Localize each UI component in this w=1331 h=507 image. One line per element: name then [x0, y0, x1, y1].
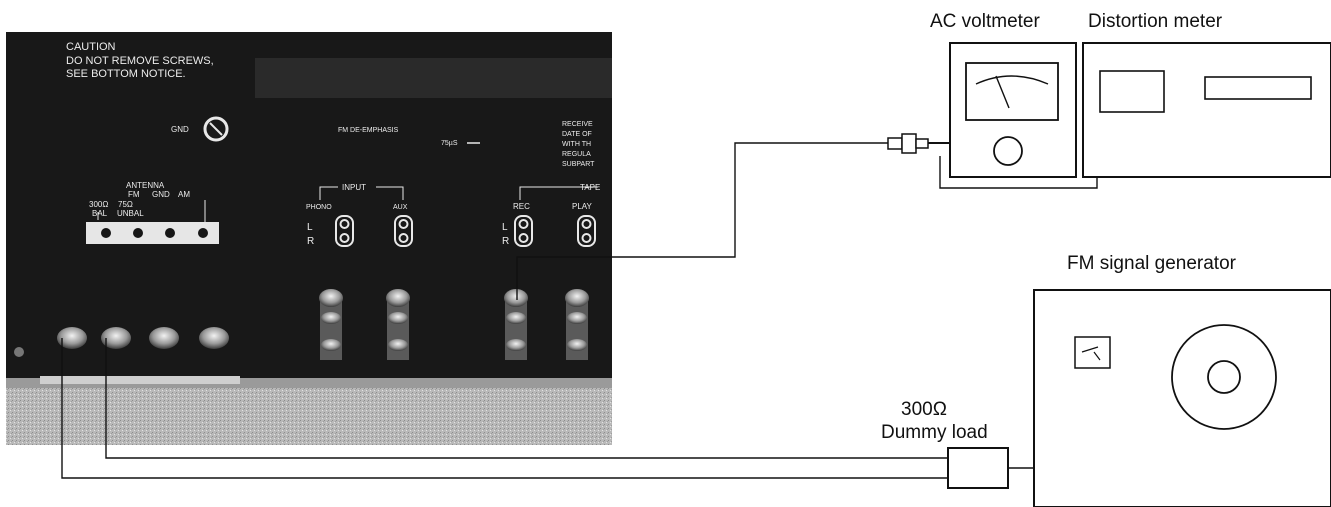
channel-right-label: R — [307, 236, 314, 247]
knob-icon — [199, 327, 229, 349]
plugged-rca-connectors — [319, 289, 589, 360]
jack-icon — [581, 219, 592, 229]
antenna-unbal-impedance: 75Ω — [118, 200, 133, 209]
dummy-load-value: 300Ω — [901, 399, 947, 420]
channel-right-label: R — [502, 236, 509, 247]
dummy-load-label: Dummy load — [881, 422, 988, 443]
fm-deemphasis-label: FM DE-EMPHASIS — [338, 127, 399, 134]
screw-icon — [14, 347, 24, 357]
distortion-meter-readout — [1204, 76, 1312, 100]
antenna-fm-label: FM — [128, 190, 140, 199]
panel-lower-edge — [6, 378, 612, 388]
antenna-screw-icon — [198, 228, 208, 238]
fm-signal-generator-label: FM signal generator — [1067, 253, 1237, 274]
generator-meter-face — [1074, 336, 1111, 369]
tape-jack-group: TAPE REC PLAY L R — [502, 183, 600, 247]
phono-jack-pair — [335, 215, 354, 247]
antenna-screw-icon — [101, 228, 111, 238]
antenna-bal-impedance: 300Ω — [89, 200, 108, 209]
ac-voltmeter: AC voltmeter — [887, 11, 1077, 178]
fcc-notice: RECEIVE DATE OF WITH TH REGULA SUBPART — [562, 121, 595, 168]
antenna-bal-label: BAL — [92, 209, 108, 218]
caution-line-2: SEE BOTTOM NOTICE. — [66, 68, 186, 80]
antenna-am-label: AM — [178, 190, 190, 199]
fcc-notice-line: SUBPART — [562, 161, 595, 168]
rca-plug-icon — [504, 289, 528, 360]
fcc-notice-line: DATE OF — [562, 131, 592, 138]
input-title: INPUT — [342, 183, 366, 192]
jack-icon — [518, 233, 529, 243]
antenna-terminal: ANTENNA FM GND AM 300Ω 75Ω BAL UNBAL — [86, 181, 219, 244]
antenna-unbal-label: UNBAL — [117, 209, 144, 218]
receiver-rear-panel: CAUTION DO NOT REMOVE SCREWS, SEE BOTTOM… — [6, 32, 612, 445]
jack-icon — [398, 233, 409, 243]
rca-plug-icon — [319, 289, 343, 360]
dummy-load-box — [947, 447, 1009, 489]
panel-bottom-chassis — [6, 385, 612, 445]
knob-icon — [57, 327, 87, 349]
tape-title: TAPE — [580, 183, 600, 192]
distortion-meter: Distortion meter — [1082, 11, 1331, 178]
antenna-knobs — [14, 327, 240, 384]
meter-scale-icon — [975, 75, 1049, 85]
rca-plug-icon — [386, 289, 410, 360]
input-jack-group: INPUT PHONO AUX L R — [306, 183, 413, 247]
ac-voltmeter-label: AC voltmeter — [930, 11, 1040, 32]
antenna-screw-icon — [165, 228, 175, 238]
fm-signal-generator: FM signal generator — [1033, 253, 1331, 507]
aux-jack-pair — [394, 215, 413, 247]
deemphasis-value: 75µS — [441, 140, 458, 147]
gnd-label: GND — [171, 125, 189, 134]
jack-icon — [339, 219, 350, 229]
phono-label: PHONO — [306, 204, 332, 211]
antenna-title: ANTENNA — [126, 181, 165, 190]
meter-needle-icon — [995, 75, 1010, 109]
antenna-screw-icon — [133, 228, 143, 238]
knob-icon — [101, 327, 131, 349]
tape-rec-to-ac-voltmeter-wire — [516, 142, 888, 300]
generator-dial-center-icon — [1207, 360, 1241, 394]
jack-icon — [398, 219, 409, 229]
fcc-notice-line: RECEIVE — [562, 121, 593, 128]
aux-label: AUX — [393, 204, 408, 211]
connection-wires — [61, 142, 1098, 479]
rec-jack-pair — [514, 215, 533, 247]
antenna-terminal-plate — [86, 222, 219, 244]
voltmeter-knob-icon — [993, 136, 1023, 166]
play-jack-pair — [577, 215, 596, 247]
knob-icon — [149, 327, 179, 349]
bnc-probe-icon — [887, 133, 950, 154]
meter-face — [965, 62, 1059, 121]
play-label: PLAY — [572, 202, 593, 211]
rca-plug-icon — [565, 289, 589, 360]
channel-left-label: L — [502, 222, 508, 233]
distortion-meter-display — [1099, 70, 1165, 113]
jack-icon — [339, 233, 350, 243]
fcc-notice-line: REGULA — [562, 151, 591, 158]
ac-voltmeter-to-distortion-meter-wire — [939, 156, 1098, 189]
caution-line-1: DO NOT REMOVE SCREWS, — [66, 55, 214, 67]
channel-left-label: L — [307, 222, 313, 233]
distortion-meter-label: Distortion meter — [1088, 11, 1223, 32]
rec-label: REC — [513, 202, 530, 211]
panel-top-strip — [255, 58, 612, 98]
jack-icon — [518, 219, 529, 229]
fcc-notice-line: WITH TH — [562, 141, 591, 148]
jack-icon — [581, 233, 592, 243]
antenna-bal-to-dummy-load-wire — [61, 338, 948, 479]
caution-title: CAUTION — [66, 41, 116, 53]
antenna-fm-to-dummy-load-wire — [105, 338, 948, 459]
dummy-load: 300Ω Dummy load — [881, 399, 1009, 489]
generator-meter-needle-icon — [1081, 346, 1101, 361]
antenna-gnd-label: GND — [152, 190, 170, 199]
